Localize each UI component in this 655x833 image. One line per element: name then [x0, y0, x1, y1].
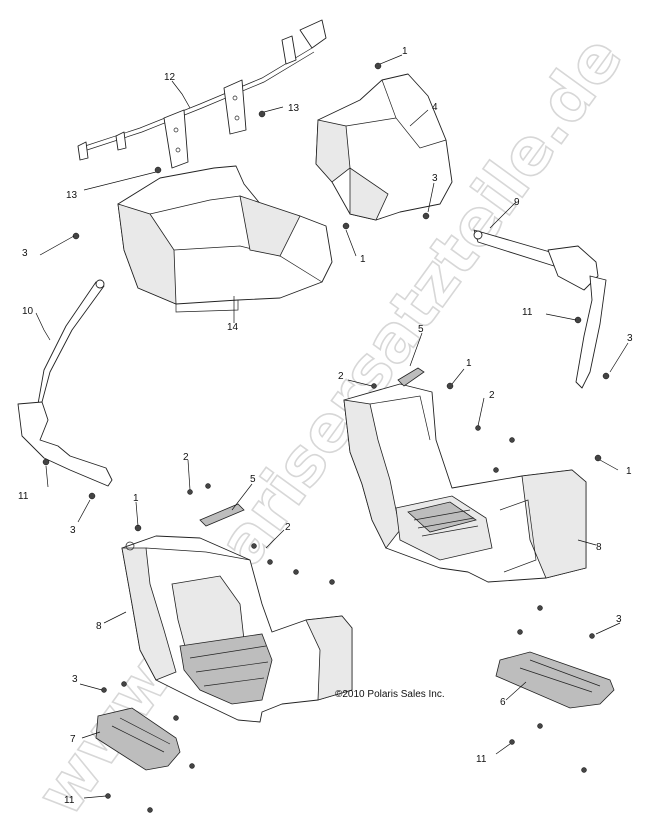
callout-10: 10 — [22, 306, 34, 317]
callout-2: 2 — [489, 390, 495, 401]
callout-12: 12 — [164, 72, 176, 83]
callout-6: 6 — [500, 697, 506, 708]
callout-4: 4 — [432, 102, 438, 113]
callout-1: 1 — [626, 466, 632, 477]
part-10-left-rail — [17, 279, 113, 487]
callout-5: 5 — [418, 324, 424, 335]
callout-13: 13 — [288, 103, 300, 114]
leader-lines — [35, 54, 629, 799]
callout-3: 3 — [70, 525, 76, 536]
callout-2: 2 — [285, 522, 291, 533]
callout-8: 8 — [596, 542, 602, 553]
part-14-left-cover — [117, 165, 333, 313]
part-8-right-floorboard — [343, 383, 587, 583]
callout-7: 7 — [70, 734, 76, 745]
callout-labels: 1 1 1 1 1 2 2 2 2 3 3 3 3 3 3 4 5 5 6 7 … — [18, 46, 633, 806]
part-5-footrest-pads — [199, 367, 425, 527]
copyright-notice: ©2010 Polaris Sales Inc. — [335, 689, 445, 700]
callout-1: 1 — [402, 46, 408, 57]
callout-11: 11 — [476, 754, 487, 765]
part-6-right-footplate — [495, 651, 615, 709]
callout-11: 11 — [522, 307, 533, 318]
callout-1: 1 — [466, 358, 472, 369]
callout-3: 3 — [22, 248, 28, 259]
callout-13: 13 — [66, 190, 78, 201]
callout-3: 3 — [616, 614, 622, 625]
callout-8: 8 — [96, 621, 102, 632]
callout-11: 11 — [64, 795, 75, 806]
fasteners — [42, 62, 610, 813]
callout-1: 1 — [133, 493, 139, 504]
callout-9: 9 — [514, 197, 520, 208]
callout-5: 5 — [250, 474, 256, 485]
callout-3: 3 — [432, 173, 438, 184]
callout-11: 11 — [18, 491, 29, 502]
part-7-left-footplate — [95, 707, 181, 771]
callout-2: 2 — [338, 371, 344, 382]
callout-1: 1 — [360, 254, 366, 265]
callout-3: 3 — [627, 333, 633, 344]
part-9-right-rail — [473, 229, 607, 389]
callout-2: 2 — [183, 452, 189, 463]
part-4-right-cover — [315, 73, 453, 221]
callout-3: 3 — [72, 674, 78, 685]
part-8-left-floorboard — [121, 535, 353, 723]
callout-14: 14 — [227, 322, 239, 333]
part-12-bracket-rod — [77, 19, 327, 169]
